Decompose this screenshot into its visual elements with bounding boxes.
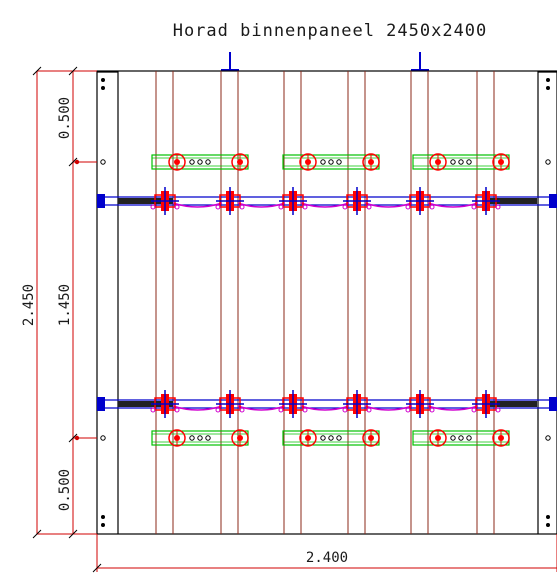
bolt-icon — [231, 153, 249, 171]
bracket-plates — [151, 153, 510, 447]
bolt-icon — [168, 153, 186, 171]
lifting-lug-icon — [221, 52, 239, 71]
clamp-icon — [215, 390, 245, 418]
bracket-plate-icon — [412, 429, 510, 447]
post — [220, 71, 239, 534]
waler — [97, 390, 557, 418]
post — [155, 71, 174, 534]
post — [283, 71, 302, 534]
bracket-plate-icon — [412, 153, 510, 171]
clamp-icon — [150, 187, 180, 215]
panel-frame — [96, 70, 557, 535]
bolt-icon — [299, 429, 317, 447]
post — [410, 71, 429, 534]
bolt-icon — [168, 429, 186, 447]
clamp-icon — [278, 187, 308, 215]
bracket-plate-icon — [151, 153, 249, 171]
side-post-holes — [100, 78, 551, 527]
waler — [97, 187, 557, 215]
dimension-left — [36, 70, 97, 535]
bolt-icon — [429, 429, 447, 447]
clamp-icon — [405, 187, 435, 215]
post — [347, 71, 366, 534]
dim-middle-segment: 1.450 — [57, 284, 73, 326]
bolt-icon — [492, 153, 510, 171]
lifting-lug-icon — [411, 52, 429, 71]
dim-total-height: 2.450 — [21, 284, 37, 326]
dimension-left-arrow-marks — [74, 159, 80, 441]
vertical-posts — [155, 71, 495, 534]
dimension-bottom — [96, 534, 557, 572]
bolt-icon — [492, 429, 510, 447]
bracket-plate-icon — [282, 153, 380, 171]
bolt-icon — [231, 429, 249, 447]
dim-top-segment: 0.500 — [57, 97, 73, 139]
dim-total-width: 2.400 — [306, 550, 348, 566]
dimension-bottom-ticks — [92, 563, 102, 573]
bracket-plate-icon — [151, 429, 249, 447]
bolt-icon — [299, 153, 317, 171]
dimension-left-ticks — [32, 66, 78, 539]
drawing-title: Horad binnenpaneel 2450x2400 — [173, 21, 488, 41]
clamp-icon — [342, 187, 372, 215]
bracket-plate-icon — [282, 429, 380, 447]
clamp-icon — [215, 187, 245, 215]
bolt-icon — [362, 429, 380, 447]
bolt-icon — [362, 153, 380, 171]
clamp-icon — [471, 390, 501, 418]
post — [476, 71, 495, 534]
bolt-icon — [429, 153, 447, 171]
clamp-icon — [342, 390, 372, 418]
clamp-icon — [471, 187, 501, 215]
clamp-icon — [405, 390, 435, 418]
clamp-icon — [278, 390, 308, 418]
clamp-icon — [150, 390, 180, 418]
dim-bottom-segment: 0.500 — [57, 469, 73, 511]
walers — [97, 187, 557, 418]
